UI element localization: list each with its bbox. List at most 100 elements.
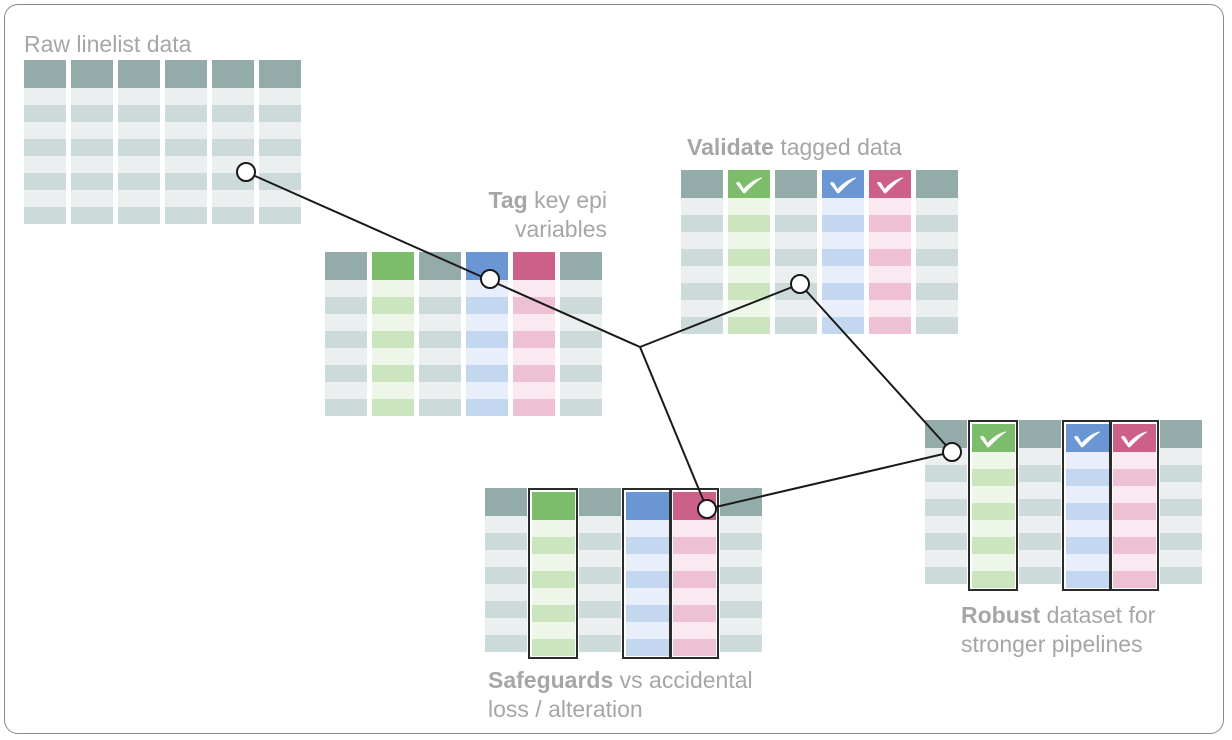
table-data-cell <box>212 88 254 105</box>
table-data-cell <box>775 300 817 317</box>
table-data-cell <box>625 621 669 639</box>
table-data-cell <box>925 448 967 465</box>
table-column-green-outlined <box>528 488 578 659</box>
table-data-cell <box>1019 567 1061 584</box>
table-data-cell <box>728 283 770 300</box>
table-data-cell <box>916 249 958 266</box>
table-data-cell <box>71 207 113 224</box>
table-data-cell <box>513 382 555 399</box>
table-column-green <box>728 170 770 334</box>
table-data-cell <box>419 331 461 348</box>
table-data-cell <box>419 280 461 297</box>
table-data-cell <box>625 553 669 571</box>
table-header-cell <box>720 488 762 516</box>
table-data-cell <box>513 348 555 365</box>
table-data-cell <box>513 331 555 348</box>
table-header-cell <box>1160 420 1202 448</box>
table-data-cell <box>466 314 508 331</box>
table-data-cell <box>466 280 508 297</box>
table-column-teal <box>118 60 160 224</box>
table-column-teal <box>681 170 723 334</box>
table-data-cell <box>485 516 527 533</box>
table-data-cell <box>419 382 461 399</box>
table-data-cell <box>579 533 621 550</box>
table-data-cell <box>728 232 770 249</box>
table-data-cell <box>325 280 367 297</box>
table-data-cell <box>925 533 967 550</box>
table-data-cell <box>1019 465 1061 482</box>
table-data-cell <box>971 519 1015 537</box>
table-header-cell <box>625 491 669 520</box>
table-data-cell <box>720 618 762 635</box>
table-data-cell <box>212 173 254 190</box>
table-data-cell <box>925 516 967 533</box>
table-column-teal <box>916 170 958 334</box>
table-safeguards <box>485 488 762 659</box>
table-data-cell <box>531 638 575 656</box>
table-column-pink-outlined <box>669 488 719 659</box>
table-data-cell <box>24 122 66 139</box>
table-data-cell <box>625 536 669 554</box>
caption-robust-bold: Robust <box>961 602 1041 628</box>
table-data-cell <box>681 266 723 283</box>
checkmark-icon <box>877 177 904 194</box>
table-column-blue-outlined <box>1062 420 1112 591</box>
table-data-cell <box>822 249 864 266</box>
table-data-cell <box>971 536 1015 554</box>
caption-tag-bold: Tag <box>488 187 528 213</box>
table-data-cell <box>720 635 762 652</box>
table-data-cell <box>971 502 1015 520</box>
table-data-cell <box>466 365 508 382</box>
table-data-cell <box>971 570 1015 588</box>
table-data-cell <box>681 198 723 215</box>
caption-safeguards-line2: loss / alteration <box>488 695 643 722</box>
table-data-cell <box>466 399 508 416</box>
table-data-cell <box>24 88 66 105</box>
table-column-teal <box>212 60 254 224</box>
table-header-cell <box>775 170 817 198</box>
table-data-cell <box>916 300 958 317</box>
table-data-cell <box>1065 519 1109 537</box>
table-data-cell <box>560 280 602 297</box>
table-data-cell <box>118 105 160 122</box>
table-header-cell <box>681 170 723 198</box>
table-data-cell <box>485 584 527 601</box>
table-data-cell <box>672 587 716 605</box>
table-data-cell <box>1065 485 1109 503</box>
table-data-cell <box>681 317 723 334</box>
table-column-teal <box>925 420 967 591</box>
table-data-cell <box>259 173 301 190</box>
table-data-cell <box>672 570 716 588</box>
table-data-cell <box>485 635 527 652</box>
table-data-cell <box>485 618 527 635</box>
table-column-teal <box>1019 420 1061 591</box>
table-data-cell <box>513 314 555 331</box>
table-data-cell <box>720 584 762 601</box>
table-data-cell <box>1112 502 1156 520</box>
table-data-cell <box>560 331 602 348</box>
table-data-cell <box>916 215 958 232</box>
table-data-cell <box>531 570 575 588</box>
table-data-cell <box>531 519 575 537</box>
checkmark-icon <box>1121 430 1148 447</box>
table-data-cell <box>24 105 66 122</box>
table-header-cell <box>485 488 527 516</box>
table-header-cell <box>71 60 113 88</box>
table-data-cell <box>579 516 621 533</box>
table-column-blue-outlined <box>622 488 672 659</box>
table-data-cell <box>560 382 602 399</box>
table-data-cell <box>513 297 555 314</box>
table-data-cell <box>485 567 527 584</box>
table-data-cell <box>869 198 911 215</box>
table-data-cell <box>466 382 508 399</box>
table-data-cell <box>869 232 911 249</box>
table-data-cell <box>259 122 301 139</box>
caption-robust-line2: stronger pipelines <box>961 630 1143 657</box>
table-data-cell <box>1019 516 1061 533</box>
table-column-teal <box>485 488 527 659</box>
table-data-cell <box>1065 451 1109 469</box>
table-data-cell <box>1065 468 1109 486</box>
table-data-cell <box>165 122 207 139</box>
table-data-cell <box>1112 570 1156 588</box>
table-data-cell <box>971 468 1015 486</box>
